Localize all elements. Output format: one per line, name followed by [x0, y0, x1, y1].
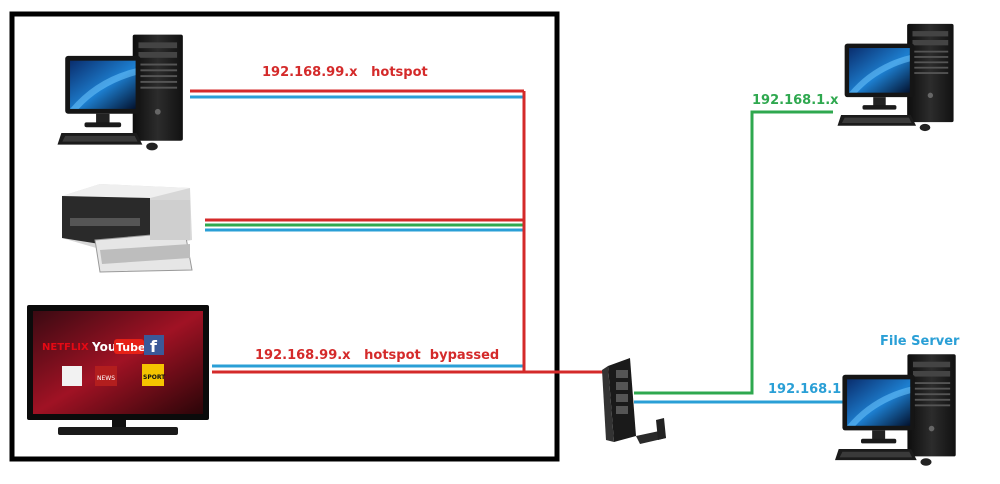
hotspot-label: 192.168.99.x hotspot: [262, 65, 428, 80]
hotspot-zone-frame: [9, 11, 560, 462]
facebook-logo: f: [150, 337, 158, 356]
lan-label-top: 192.168.1.x: [752, 93, 839, 108]
file-server-computer-icon: [835, 354, 956, 466]
router-icon: [602, 358, 666, 444]
desktop-computer-icon: [837, 23, 954, 132]
printer-icon: [62, 184, 193, 273]
file-server-label: File Server: [880, 334, 960, 349]
bbc-news-tile: NEWS: [97, 375, 115, 382]
youtube-logo-tube: Tube: [116, 341, 145, 354]
youtube-logo-you: You: [91, 340, 116, 354]
smart-tv-icon: NETFLIX You Tube f NEWS SPORT: [27, 305, 209, 435]
hotspot-bypassed-label: 192.168.99.x hotspot bypassed: [255, 348, 499, 363]
connection-lines: [190, 89, 855, 404]
lan-green-line: [634, 110, 833, 395]
lan-label-bottom: 192.168.1.x: [768, 382, 855, 397]
desktop-computer-icon: [57, 34, 183, 151]
netflix-logo: NETFLIX: [42, 342, 89, 353]
bbc-sport-tile: SPORT: [143, 374, 166, 381]
